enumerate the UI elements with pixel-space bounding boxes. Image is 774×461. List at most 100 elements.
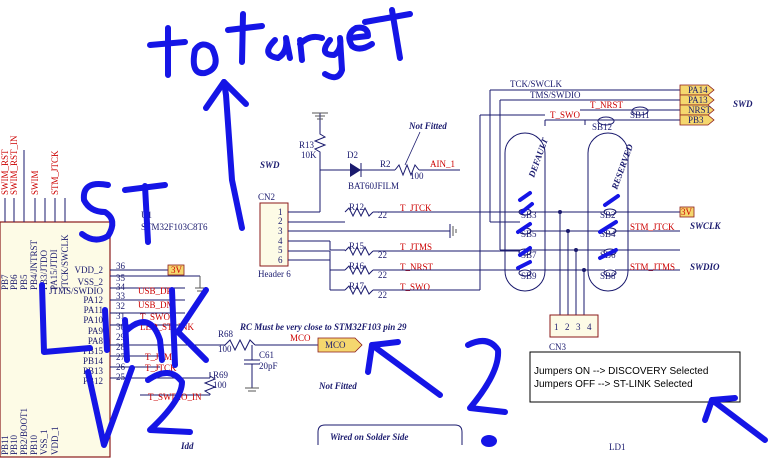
not-fitted-r2: Not Fitted (408, 121, 447, 131)
mcu-pin-label: PB15 (83, 346, 104, 356)
mcu-pin-number: 29 (116, 332, 126, 342)
cn3-pin2: 2 (565, 322, 570, 332)
handwritten-v2 (85, 365, 193, 448)
mcu-pin-label: PB14 (83, 356, 104, 366)
mcu-bottom-pin-label: VSS_1 (39, 429, 49, 455)
mco-net: MCO (290, 333, 311, 343)
swclk-label: SWCLK (690, 221, 722, 231)
arrow-to-jumper-box-shaft (709, 397, 768, 443)
cn2-pin-number: 2 (278, 216, 283, 226)
net-t-swo: T_SWO (140, 312, 170, 322)
r12-ref: R12 (349, 202, 364, 212)
net-usb-dm: USB_DM (138, 300, 175, 310)
r13-value: 10K (301, 150, 317, 160)
mcu-pin-number: 27 (116, 352, 126, 362)
bus-tms-swdio: TMS/SWDIO (530, 90, 581, 100)
r15-value: 22 (378, 250, 387, 260)
mcu-top-pin-label: PB5 (19, 274, 29, 290)
r16-value: 22 (378, 270, 387, 280)
net-3v-right: 3V (681, 207, 693, 217)
ld1-label: LD1 (609, 442, 626, 452)
cn3-pin1: 1 (554, 322, 559, 332)
swd-flag-label: PA13 (688, 95, 708, 105)
target-net-jtms: T_JTMS (400, 242, 432, 252)
cn2-pin-number: 1 (278, 207, 283, 217)
sb-left-pad (518, 248, 532, 256)
mcu-bottom-pin-label: PB10 (29, 434, 39, 455)
mcu-pin-label: JTMS/SWDIO (49, 286, 104, 296)
sb12-label: SB12 (592, 122, 612, 132)
r17-value: 22 (378, 290, 387, 300)
right-nets: 3V STM_JTCK STM_JTMS SWCLK SWDIO (630, 206, 722, 272)
cn2-ref: CN2 (258, 192, 275, 202)
net-t-jtck: T_JTCK (145, 363, 177, 373)
mcu-pin-label: PA10 (83, 315, 103, 325)
handwritten-st (79, 181, 168, 245)
arrow-to-jumper-box-head (702, 395, 738, 423)
sb-left-label: SB7 (521, 250, 537, 260)
swd-flag-label: NRST (688, 105, 712, 115)
series-resistor-symbol (344, 206, 374, 218)
jumpers-on-text: Jumpers ON --> DISCOVERY Selected (534, 366, 708, 377)
net-swim-rst-in: SWIM_RST_IN (9, 135, 19, 195)
r12-value: 22 (378, 210, 387, 220)
swd-flag (679, 104, 715, 116)
jumpers-off-text: Jumpers OFF --> ST-LINK Selected (534, 379, 693, 390)
cn2-pin-number: 5 (278, 245, 283, 255)
handwritten-link (39, 282, 209, 368)
net-stm-jtck-right: STM_JTCK (630, 222, 675, 232)
cn2-pin-number: 6 (278, 255, 283, 265)
swd-bus: TCK/SWCLK TMS/SWDIO T_NRST T_SWO SB12 SB… (489, 79, 680, 250)
wired-note: Wired on Solder Side (330, 432, 408, 442)
series-resistors: R12 22 R15 22 R16 22 R17 22 T_JTCK T_JTM… (344, 202, 434, 300)
bridge-wires (410, 114, 680, 315)
not-fitted-c61: Not Fitted (318, 381, 357, 391)
mcu-bottom-pin-label: PB2/BOOT1 (19, 408, 29, 455)
bus-t-swo: T_SWO (550, 110, 580, 120)
cn2-pin-number: 4 (278, 236, 283, 246)
rc-note: RC Must be very close to STM32F103 pin 2… (239, 322, 407, 332)
bus-t-nrst: T_NRST (590, 100, 624, 110)
series-resistor-symbol (344, 284, 374, 296)
sb-right-pad (603, 269, 617, 277)
mco-flag-label: MCO (325, 340, 346, 350)
mcu-pin-number: 34 (116, 282, 126, 292)
target-net-nrst: T_NRST (400, 262, 434, 272)
mcu-pin-label: VSS_2 (77, 277, 103, 287)
wired-solder-box: Wired on Solder Side (317, 424, 463, 445)
handwritten-to-target (147, 7, 413, 81)
mcu-pin-number: 33 (116, 291, 126, 301)
r2-value: 100 (410, 171, 424, 181)
target-net-swo: T_SWO (400, 282, 430, 292)
sb-left-label: SB3 (521, 210, 537, 220)
mcu-bottom-pin-label: PB11 (0, 435, 10, 455)
d2-ref: D2 (347, 150, 358, 160)
swd-flag-label: PB3 (688, 115, 704, 125)
cn3-pin3: 3 (576, 322, 581, 332)
handwritten-2 (365, 338, 508, 447)
mcu-pin-label: PA9 (88, 326, 104, 336)
swd-title: SWD (733, 99, 753, 109)
mcu-pin-label: PB13 (83, 366, 104, 376)
cn3-pin4: 4 (587, 322, 592, 332)
net-led-stlink: LED_STLINK (140, 322, 194, 332)
mcu-pin-label: PA11 (84, 305, 103, 315)
target-net-jtck: T_JTCK (400, 203, 432, 213)
cn3-ref: CN3 (549, 342, 567, 352)
r13-d2-group: R13 10K D2 BAT60JFILM R2 100 AIN_1 Not F… (260, 112, 460, 212)
mcu-pin-number: 31 (116, 311, 125, 321)
mcu-top-pin-label: JTCK/SWCLK (60, 234, 70, 290)
mco-flag (317, 337, 363, 353)
d2-value: BAT60JFILM (348, 181, 399, 191)
net-usb-dp: USB_DP (138, 286, 172, 296)
cn2-wires (288, 211, 457, 291)
net-stm-jtck-top: STM_JTCK (50, 150, 60, 195)
reserved-label: RESERVED (609, 142, 635, 191)
r69-ref: R69 (213, 370, 229, 380)
mcu-pin-number: 28 (116, 342, 126, 352)
